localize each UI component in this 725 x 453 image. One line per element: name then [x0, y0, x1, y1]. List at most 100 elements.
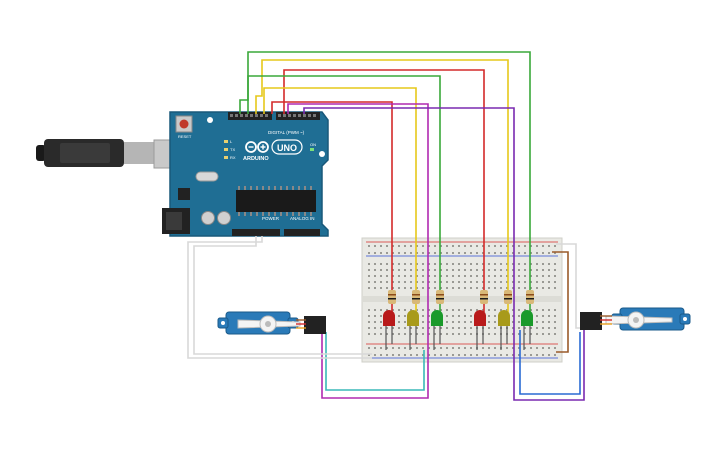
breadboard-hole: [530, 287, 532, 289]
breadboard-hole: [404, 269, 406, 271]
resistor: [388, 290, 396, 304]
breadboard-hole: [512, 245, 514, 247]
breadboard-hole: [452, 309, 454, 311]
breadboard-hole: [410, 275, 412, 277]
breadboard-hole: [518, 309, 520, 311]
breadboard-hole: [386, 333, 388, 335]
breadboard-hole: [548, 252, 550, 254]
breadboard-hole: [488, 269, 490, 271]
breadboard-hole: [434, 347, 436, 349]
breadboard-hole: [506, 287, 508, 289]
breadboard-hole: [500, 263, 502, 265]
breadboard-hole: [458, 281, 460, 283]
on-led: [310, 148, 314, 151]
breadboard-hole: [530, 281, 532, 283]
breadboard-hole: [488, 275, 490, 277]
servo-right[interactable]: [580, 307, 691, 331]
wires-top: [187, 51, 596, 401]
breadboard-hole: [428, 321, 430, 323]
breadboard-hole: [374, 263, 376, 265]
breadboard-hole: [410, 245, 412, 247]
breadboard-hole: [548, 333, 550, 335]
breadboard-hole: [494, 347, 496, 349]
breadboard-hole: [512, 309, 514, 311]
breadboard-hole: [380, 354, 382, 356]
power-jack-inner: [166, 212, 182, 230]
breadboard-hole: [440, 354, 442, 356]
breadboard-hole: [554, 252, 556, 254]
breadboard-hole: [464, 245, 466, 247]
breadboard-hole: [380, 347, 382, 349]
tx-label: TX: [230, 147, 235, 152]
breadboard-hole: [512, 347, 514, 349]
breadboard-hole: [512, 354, 514, 356]
breadboard-hole: [506, 245, 508, 247]
breadboard-hole: [530, 263, 532, 265]
breadboard-hole: [554, 245, 556, 247]
breadboard-hole: [392, 269, 394, 271]
breadboard-hole: [428, 354, 430, 356]
breadboard-hole: [506, 275, 508, 277]
led-red[interactable]: [383, 310, 395, 350]
led-yellow[interactable]: [498, 310, 510, 350]
breadboard-hole: [464, 347, 466, 349]
breadboard-hole: [416, 269, 418, 271]
breadboard-hole: [536, 275, 538, 277]
wire-ground: [193, 236, 372, 355]
led-red[interactable]: [474, 310, 486, 350]
breadboard-hole: [368, 347, 370, 349]
breadboard-hole: [518, 333, 520, 335]
breadboard-hole: [422, 315, 424, 317]
servo-left[interactable]: [217, 311, 326, 335]
usb-plug-metal: [124, 142, 154, 164]
led-yellow[interactable]: [407, 310, 419, 350]
breadboard-hole: [404, 252, 406, 254]
breadboard-hole: [530, 354, 532, 356]
breadboard-hole: [554, 263, 556, 265]
breadboard-hole: [506, 269, 508, 271]
breadboard-hole: [392, 245, 394, 247]
breadboard-hole: [398, 347, 400, 349]
breadboard-hole: [470, 354, 472, 356]
breadboard-hole: [422, 333, 424, 335]
breadboard-hole: [512, 269, 514, 271]
breadboard-hole: [488, 309, 490, 311]
breadboard-hole: [416, 354, 418, 356]
breadboard-hole: [386, 287, 388, 289]
breadboard-hole: [464, 354, 466, 356]
breadboard-hole: [428, 327, 430, 329]
breadboard-hole: [410, 287, 412, 289]
breadboard-hole: [476, 287, 478, 289]
breadboard-hole: [530, 327, 532, 329]
breadboard-hole: [536, 327, 538, 329]
breadboard-hole: [428, 245, 430, 247]
breadboard-hole: [482, 252, 484, 254]
breadboard-hole: [500, 309, 502, 311]
led-green[interactable]: [521, 310, 533, 350]
breadboard-hole: [410, 333, 412, 335]
breadboard-hole: [380, 269, 382, 271]
breadboard-hole: [380, 315, 382, 317]
breadboard-hole: [524, 333, 526, 335]
crystal: [195, 171, 219, 182]
led-green[interactable]: [431, 310, 443, 350]
breadboard-hole: [386, 245, 388, 247]
reset-label: RESET: [178, 134, 192, 139]
breadboard-hole: [482, 281, 484, 283]
breadboard-hole: [542, 281, 544, 283]
breadboard-hole: [470, 309, 472, 311]
breadboard-hole: [374, 315, 376, 317]
breadboard-hole: [428, 269, 430, 271]
breadboard-hole: [464, 252, 466, 254]
breadboard-hole: [434, 263, 436, 265]
breadboard-hole: [386, 269, 388, 271]
breadboard-hole: [446, 333, 448, 335]
breadboard-hole: [494, 327, 496, 329]
resistor: [526, 290, 534, 304]
breadboard-hole: [476, 354, 478, 356]
breadboard-hole: [374, 354, 376, 356]
breadboard-hole: [404, 333, 406, 335]
breadboard-hole: [530, 269, 532, 271]
breadboard-hole: [548, 315, 550, 317]
breadboard-hole: [506, 281, 508, 283]
